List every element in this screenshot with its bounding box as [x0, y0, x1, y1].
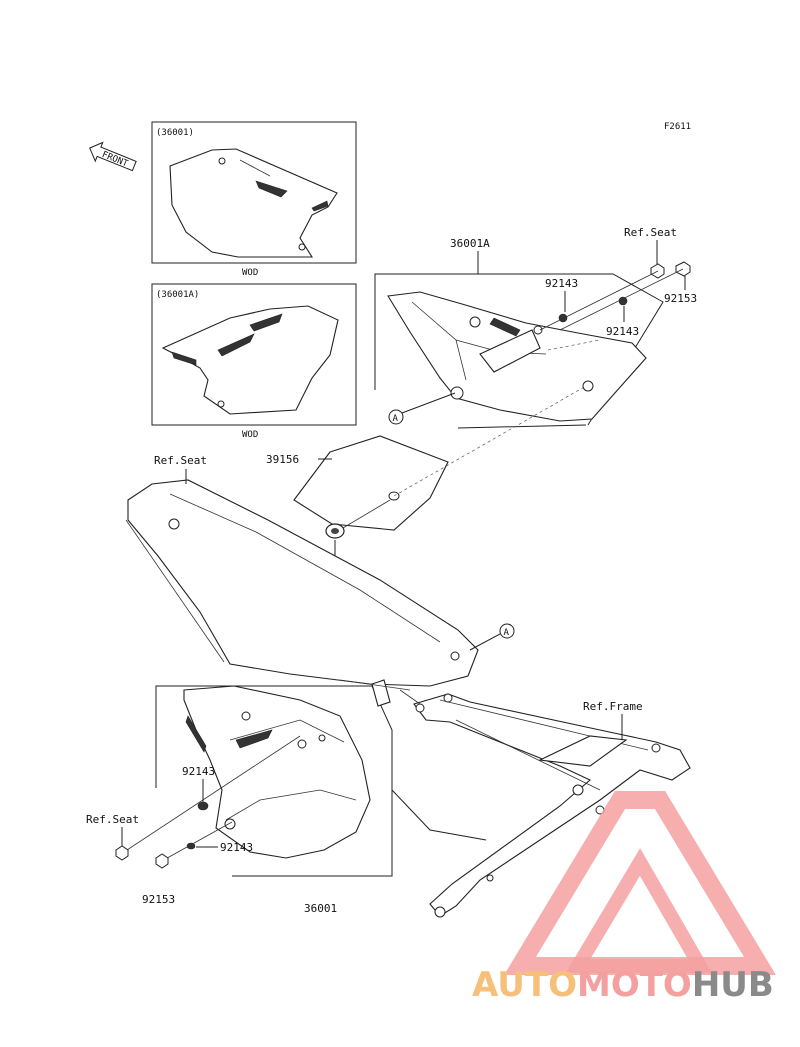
part-label-92143: 92143 [545, 277, 578, 290]
grommet-92161 [325, 499, 391, 539]
pad-39156 [293, 385, 587, 531]
part-label-92143d: 92143 [220, 841, 253, 854]
part-label-92153: 92153 [664, 292, 697, 305]
part-label-39156: 39156 [266, 453, 299, 466]
spacer-92143-left2 [159, 821, 233, 863]
watermark-text: AUTOMOTOHUB [472, 965, 774, 1005]
bolt-92153-left [115, 845, 169, 869]
ref-seat-label: Ref.Seat [154, 454, 207, 467]
spacer-92143 [558, 313, 568, 323]
svg-text:A: A [504, 628, 510, 638]
inset-caption: WOD [242, 430, 258, 440]
inset-caption: WOD [242, 268, 258, 278]
inset-part-label: (36001) [156, 128, 194, 138]
seat-reference [125, 479, 479, 687]
side-cover-right-group [374, 273, 664, 429]
part-label-36001: 36001 [304, 902, 337, 915]
side-cover-left-group [155, 679, 411, 877]
inset-36001a: (36001A) [151, 283, 357, 426]
inset-36001: (36001) [151, 121, 357, 264]
watermark-logo [504, 791, 776, 975]
figure-code: F2611 [664, 122, 691, 132]
front-arrow-icon: FRONT [89, 141, 137, 172]
svg-text:A: A [393, 414, 399, 424]
part-label-92153-left: 92153 [142, 893, 175, 906]
part-label-36001a: 36001A [450, 237, 490, 250]
inset-part-label: (36001A) [156, 290, 199, 300]
part-label-92143b: 92143 [606, 325, 639, 338]
ref-frame-label: Ref.Frame [583, 700, 643, 713]
bolt-92153 [539, 261, 691, 331]
marker-a-upper: A [388, 392, 456, 425]
part-label-92143c: 92143 [182, 765, 215, 778]
ref-seat-label-left: Ref.Seat [86, 813, 139, 826]
ref-seat-label: Ref.Seat [624, 226, 677, 239]
marker-a-lower: A [469, 623, 515, 651]
spacer-92143b [618, 296, 628, 306]
frame-reference [399, 689, 691, 918]
spacer-92143-left [123, 735, 301, 853]
